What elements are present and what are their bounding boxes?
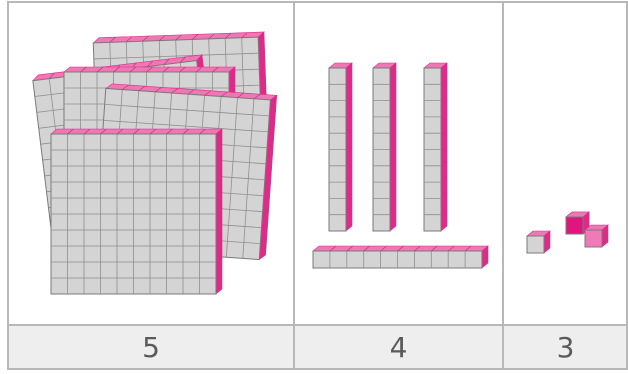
- ten-rod: [373, 63, 396, 231]
- hundred-flat: [51, 129, 222, 294]
- tens-blocks: [313, 63, 488, 268]
- ten-rod: [313, 246, 488, 268]
- hundreds-count-label: 5: [8, 325, 294, 369]
- ten-rod: [329, 63, 352, 231]
- unit-cube: [527, 231, 550, 253]
- tens-count-label: 4: [294, 325, 503, 369]
- ones-count-label: 3: [503, 325, 628, 369]
- unit-cube: [585, 225, 608, 247]
- ten-rod: [424, 63, 447, 231]
- hundreds-blocks: [32, 32, 276, 294]
- ones-blocks: [527, 212, 608, 253]
